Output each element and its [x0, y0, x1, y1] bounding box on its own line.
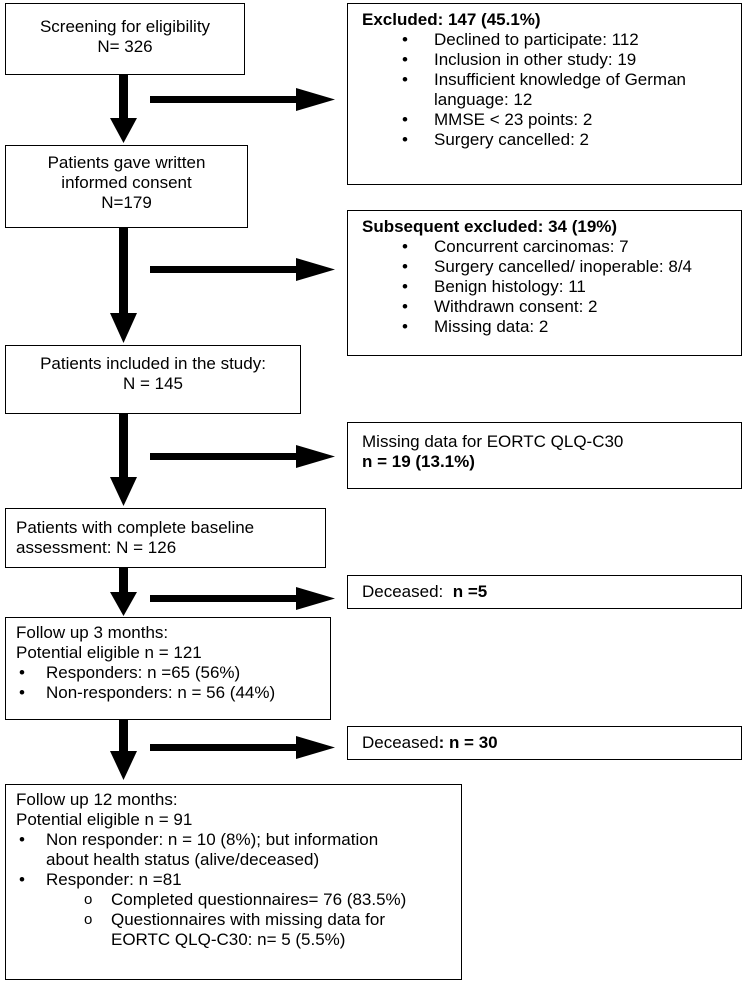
missing-count: n = 19 (13.1%): [362, 452, 475, 471]
excluded-item: Inclusion in other study: 19: [362, 50, 731, 70]
excluded-box: Excluded: 147 (45.1%) Declined to partic…: [347, 3, 742, 185]
missing-text: Missing data for EORTC QLQ-C30: [362, 432, 624, 451]
arrow-right-2: [150, 258, 335, 281]
arrow-down-1: [110, 75, 137, 143]
excluded-title: Excluded: 147 (45.1%): [362, 10, 541, 29]
excluded-item: Declined to participate: 112: [362, 30, 731, 50]
arrow-right-3: [150, 445, 335, 468]
fu12-sublist: Completed questionnaires= 76 (83.5%) Que…: [16, 890, 451, 950]
screening-count: N= 326: [97, 37, 153, 56]
consent-count: N=179: [101, 193, 152, 212]
subsequent-item: Surgery cancelled/ inoperable: 8/4: [362, 257, 731, 277]
fu12-item: Non responder: n = 10 (8%); but informat…: [16, 830, 451, 870]
consent-text: Patients gave written informed consent: [47, 153, 206, 192]
arrow-right-1: [150, 88, 335, 111]
followup-3-months-box: Follow up 3 months: Potential eligible n…: [5, 617, 331, 720]
included-box: Patients included in the study: N = 145: [5, 345, 301, 414]
subsequent-item: Withdrawn consent: 2: [362, 297, 731, 317]
fu3-item: Responders: n =65 (56%): [16, 663, 320, 683]
fu12-eligible: Potential eligible n = 91: [16, 810, 193, 829]
excluded-list: Declined to participate: 112 Inclusion i…: [362, 30, 731, 150]
fu12-subitem: Questionnaires with missing data for EOR…: [16, 910, 451, 950]
deceased-box-2: Deceased: n = 30: [347, 726, 742, 760]
fu12-item: Responder: n =81 Completed questionnaire…: [16, 870, 451, 950]
screening-box: Screening for eligibility N= 326: [5, 3, 245, 75]
subsequent-item: Benign histology: 11: [362, 277, 731, 297]
fu3-list: Responders: n =65 (56%) Non-responders: …: [16, 663, 320, 703]
deceased-label: Deceased:: [362, 582, 453, 601]
subsequent-item: Concurrent carcinomas: 7: [362, 237, 731, 257]
deceased-box-1: Deceased: n =5: [347, 575, 742, 609]
fu12-list: Non responder: n = 10 (8%); but informat…: [16, 830, 451, 950]
screening-title: Screening for eligibility: [39, 17, 211, 36]
included-text: Patients included in the study:: [40, 354, 266, 373]
arrow-down-2: [110, 228, 137, 343]
subsequent-excluded-box: Subsequent excluded: 34 (19%) Concurrent…: [347, 210, 742, 356]
arrow-right-4: [150, 587, 335, 610]
fu3-title: Follow up 3 months:: [16, 623, 169, 642]
arrow-right-5: [150, 736, 335, 759]
subsequent-item: Missing data: 2: [362, 317, 731, 337]
excluded-item: Surgery cancelled: 2: [362, 130, 731, 150]
baseline-box: Patients with complete baseline assessme…: [5, 508, 326, 568]
deceased-count: : n = 30: [438, 733, 498, 752]
fu12-title: Follow up 12 months:: [16, 790, 178, 809]
deceased-count: n =5: [452, 582, 488, 601]
missing-data-box: Missing data for EORTC QLQ-C30 n = 19 (1…: [347, 422, 742, 489]
subsequent-title: Subsequent excluded: 34 (19%): [362, 217, 618, 236]
deceased-label: Deceased: [362, 733, 439, 752]
followup-12-months-box: Follow up 12 months: Potential eligible …: [5, 784, 462, 980]
arrow-down-5: [110, 720, 137, 780]
consent-box: Patients gave written informed consent N…: [5, 145, 248, 228]
subsequent-list: Concurrent carcinomas: 7 Surgery cancell…: [362, 237, 731, 337]
arrow-down-4: [110, 568, 137, 616]
arrow-down-3: [110, 414, 137, 506]
excluded-item: MMSE < 23 points: 2: [362, 110, 731, 130]
fu3-item: Non-responders: n = 56 (44%): [16, 683, 320, 703]
baseline-text: Patients with complete baseline assessme…: [16, 518, 255, 557]
excluded-item: Insufficient knowledge of German languag…: [362, 70, 731, 110]
fu12-subitem: Completed questionnaires= 76 (83.5%): [16, 890, 451, 910]
included-count: N = 145: [122, 374, 183, 393]
fu3-eligible: Potential eligible n = 121: [16, 643, 202, 662]
